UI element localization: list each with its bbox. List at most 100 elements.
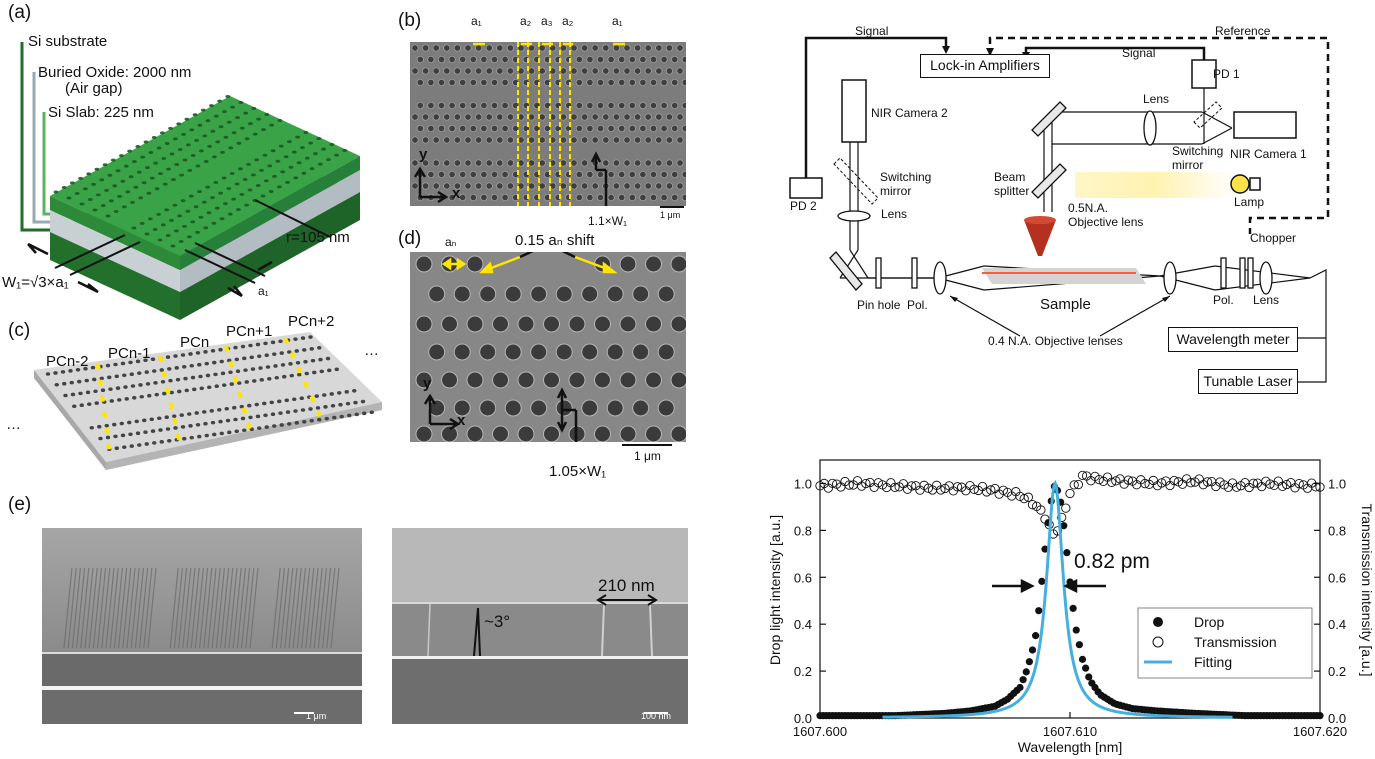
y2-tick-label: 0.2 bbox=[1328, 664, 1346, 679]
x-tick-label: 1607.600 bbox=[793, 724, 847, 739]
label-lens-right: Lens bbox=[1253, 293, 1280, 307]
ellipsis-left: … bbox=[6, 416, 21, 433]
y2-axis-label: Transmission intensity [a.u.] bbox=[1359, 504, 1372, 677]
lattice-label-a2-right: a₂ bbox=[562, 14, 574, 28]
drop-point bbox=[1022, 668, 1030, 676]
transmission-point bbox=[844, 480, 854, 490]
width-label-d: 1.05×W₁ bbox=[549, 463, 607, 480]
transmission-point bbox=[982, 487, 992, 497]
transmission-point bbox=[1111, 476, 1121, 486]
drop-point bbox=[1085, 673, 1093, 681]
y2-tick-label: 0.0 bbox=[1328, 711, 1346, 726]
angle-label-e: ~3° bbox=[484, 612, 511, 631]
label-lens-top: Lens bbox=[1143, 92, 1170, 106]
transmission-point bbox=[907, 481, 917, 491]
y2-tick-label: 0.6 bbox=[1328, 570, 1346, 585]
x-tick-label: 1607.620 bbox=[1293, 724, 1347, 739]
layer-substrate: Si substrate bbox=[28, 33, 108, 50]
w1-label: W₁=√3×a₁ bbox=[2, 274, 69, 291]
drop-point bbox=[1063, 549, 1071, 557]
transmission-point bbox=[1277, 481, 1288, 491]
a1-label: a₁ bbox=[258, 284, 269, 298]
drop-point bbox=[1069, 604, 1077, 612]
transmission-point bbox=[1265, 479, 1275, 489]
transmission-point bbox=[1202, 477, 1213, 487]
cell-label-pcn-2: PCn-2 bbox=[46, 353, 89, 370]
transmission-point bbox=[1157, 478, 1167, 488]
panel-label-a: (a) bbox=[8, 2, 32, 23]
panel-label-d: (d) bbox=[398, 228, 422, 249]
panel-label-b: (b) bbox=[398, 10, 422, 31]
drop-point bbox=[1032, 632, 1040, 640]
linewidth-annotation: 0.82 pm bbox=[1074, 550, 1150, 573]
label-pinhole: Pin hole bbox=[857, 298, 901, 312]
transmission-point bbox=[861, 478, 871, 489]
label-lens-left: Lens bbox=[881, 207, 908, 221]
setup-lines bbox=[789, 36, 1330, 383]
y2-tick-label: 0.4 bbox=[1328, 617, 1346, 632]
cell-label-pcn+1: PCn+1 bbox=[226, 323, 273, 340]
transmission-point bbox=[1248, 478, 1258, 488]
scale-label-b: 1 μm bbox=[660, 210, 681, 220]
drop-point bbox=[1028, 646, 1037, 654]
legend: Drop Transmission Fitting bbox=[1137, 607, 1313, 679]
label-nir1: NIR Camera 1 bbox=[1230, 147, 1307, 161]
label-nir2: NIR Camera 2 bbox=[871, 106, 948, 120]
transmission-point bbox=[1094, 474, 1104, 485]
transmission-point bbox=[1052, 526, 1063, 536]
ellipsis-right: … bbox=[364, 342, 379, 359]
an-label: aₙ bbox=[445, 235, 457, 249]
label-pd2: PD 2 bbox=[790, 199, 817, 213]
drop-point bbox=[1016, 683, 1024, 692]
transmission-point bbox=[1311, 482, 1321, 492]
x-axis-label: Wavelength [nm] bbox=[1018, 739, 1123, 755]
transmission-point bbox=[1186, 478, 1196, 488]
axis-y-d: y bbox=[423, 375, 432, 392]
box-lockin: Lock-in Amplifiers bbox=[920, 54, 1050, 78]
transmission-point bbox=[969, 484, 979, 494]
transmission-point bbox=[1019, 493, 1029, 504]
hole-radius-label: r=105 nm bbox=[286, 229, 350, 246]
width-label-b: 1.1×W₁ bbox=[588, 214, 628, 228]
cell-label-pcn+2: PCn+2 bbox=[288, 313, 335, 330]
transmission-point bbox=[827, 478, 838, 489]
transmission-point bbox=[952, 482, 963, 492]
drop-point bbox=[1072, 626, 1080, 634]
y2-tick-label: 0.8 bbox=[1328, 523, 1346, 538]
shift-label: 0.15 aₙ shift bbox=[515, 232, 595, 249]
y2-tick-label: 1.0 bbox=[1328, 476, 1346, 491]
axis-x-d: x bbox=[457, 412, 466, 429]
layer-airgap: (Air gap) bbox=[65, 80, 123, 97]
transmission-point bbox=[1073, 479, 1083, 490]
label-pol-right: Pol. bbox=[1213, 293, 1234, 307]
drop-point bbox=[1035, 607, 1043, 615]
transmission-point bbox=[1123, 475, 1133, 485]
slab-3d-illustration bbox=[20, 42, 360, 320]
axis-x-b: x bbox=[452, 185, 461, 202]
y-tick-label: 0.4 bbox=[794, 617, 812, 632]
layer-slab: Si Slab: 225 nm bbox=[48, 104, 154, 121]
transmission-point bbox=[1077, 470, 1088, 481]
box-tunable-laser: Tunable Laser bbox=[1198, 369, 1298, 394]
transmission-point bbox=[923, 483, 933, 493]
lattice-label-a2-left: a₂ bbox=[520, 14, 532, 28]
label-signal-mid: Signal bbox=[1122, 46, 1156, 60]
drop-point bbox=[1060, 522, 1068, 530]
legend-drop: Drop bbox=[1194, 614, 1225, 630]
scale-label-e-left: 1 μm bbox=[306, 711, 327, 721]
transmission-point bbox=[873, 478, 883, 488]
transmission-point bbox=[1315, 482, 1325, 492]
legend-fitting: Fitting bbox=[1194, 654, 1232, 670]
sem-cross-section-left bbox=[42, 528, 362, 724]
y-tick-label: 0.0 bbox=[794, 711, 812, 726]
lattice-label-a3: a₃ bbox=[541, 14, 553, 28]
transmission-point bbox=[1282, 479, 1292, 490]
y-tick-label: 0.2 bbox=[794, 664, 812, 679]
lattice-label-a1-left: a₁ bbox=[471, 14, 482, 28]
lattice-label-a1-right: a₁ bbox=[612, 14, 623, 28]
label-objective: 0.5N.A.Objective lens bbox=[1068, 201, 1144, 229]
scale-label-e-right: 100 nm bbox=[641, 711, 672, 721]
sem-image-d bbox=[410, 252, 686, 442]
